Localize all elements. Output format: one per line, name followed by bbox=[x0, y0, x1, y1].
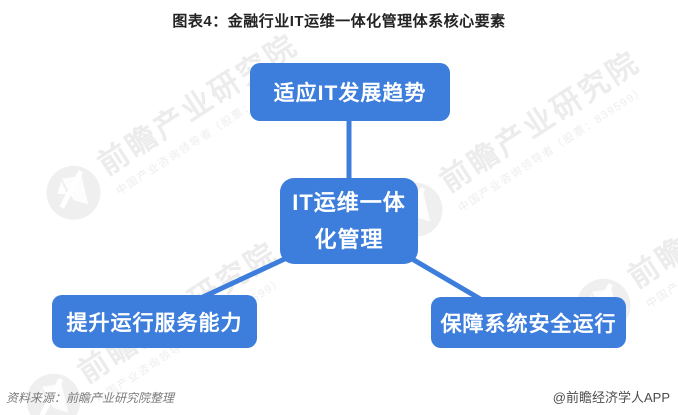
node-label: 适应IT发展趋势 bbox=[273, 82, 427, 105]
node-label-line1: IT运维一体 bbox=[292, 190, 406, 215]
figure-title: 图表4：金融行业IT运维一体化管理体系核心要素 bbox=[172, 13, 506, 30]
app-credit: @前瞻经济学人APP bbox=[552, 390, 670, 405]
node-label: 提升运行服务能力 bbox=[66, 311, 243, 335]
node-improve-service-capability: 提升运行服务能力 bbox=[52, 295, 257, 348]
node-label: 保障系统安全运行 bbox=[440, 312, 617, 336]
connector-center-left bbox=[201, 253, 293, 300]
node-ensure-system-safety: 保障系统安全运行 bbox=[431, 297, 626, 348]
node-adapt-it-trends: 适应IT发展趋势 bbox=[250, 63, 450, 121]
node-it-ops-integrated-management: IT运维一体 化管理 bbox=[280, 178, 418, 264]
node-label-line2: 化管理 bbox=[314, 227, 384, 252]
connector-center-right bbox=[405, 253, 484, 303]
data-source-note: 资料来源：前瞻产业研究院整理 bbox=[6, 391, 175, 405]
